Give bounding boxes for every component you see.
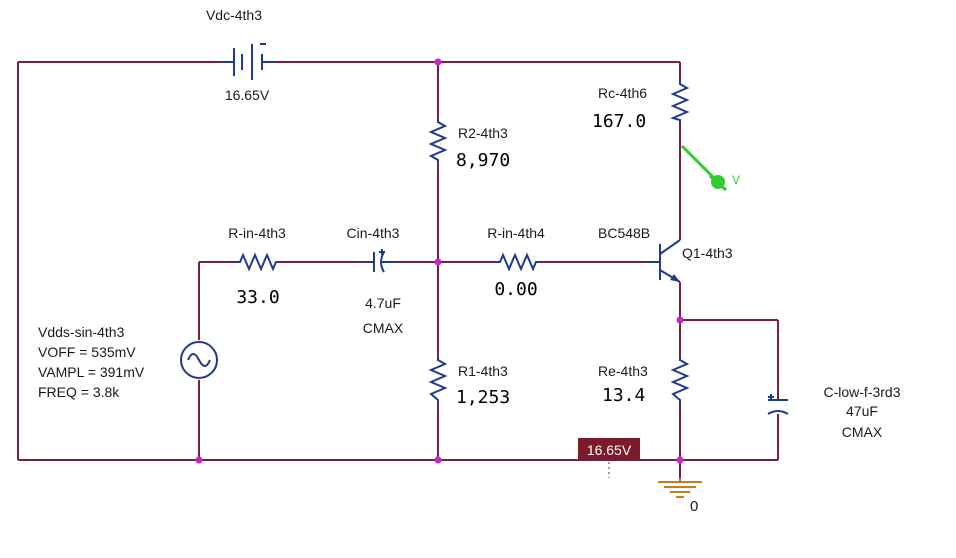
voltage-badge-text: 16.65V bbox=[587, 442, 632, 458]
transistor-q1[interactable] bbox=[646, 239, 681, 283]
cin-value: 4.7uF bbox=[365, 295, 401, 311]
clow-value: 47uF bbox=[846, 403, 878, 419]
resistor-rin4[interactable] bbox=[496, 252, 540, 272]
capacitor-cin[interactable] bbox=[362, 249, 398, 273]
rin3-value[interactable]: 33.0 bbox=[236, 287, 279, 308]
rin4-name: R-in-4th4 bbox=[487, 225, 545, 241]
r1-name: R1-4th3 bbox=[458, 363, 508, 379]
ground-label: 0 bbox=[690, 498, 698, 515]
resistor-r2[interactable] bbox=[428, 118, 448, 166]
r2-name: R2-4th3 bbox=[458, 125, 508, 141]
junction-dot bbox=[676, 456, 684, 464]
cin-model: CMAX bbox=[363, 320, 404, 336]
junction-dot bbox=[434, 258, 442, 266]
sine-wave-icon bbox=[187, 353, 211, 367]
junctions bbox=[195, 58, 684, 464]
clow-name: C-low-f-3rd3 bbox=[823, 384, 900, 400]
q1-model: BC548B bbox=[598, 225, 650, 241]
wires bbox=[17, 61, 779, 478]
vdds-freq: FREQ = 3.8k bbox=[38, 384, 120, 400]
re-value[interactable]: 13.4 bbox=[602, 385, 645, 406]
vdds-vampl: VAMPL = 391mV bbox=[38, 364, 145, 380]
clow-model: CMAX bbox=[842, 424, 883, 440]
resistor-re[interactable] bbox=[670, 356, 690, 406]
r1-value[interactable]: 1,253 bbox=[456, 387, 510, 408]
r2-value[interactable]: 8,970 bbox=[456, 150, 510, 171]
rin4-value[interactable]: 0.00 bbox=[494, 279, 537, 300]
voltage-marker[interactable]: 16.65V bbox=[578, 438, 640, 478]
vdds-name: Vdds-sin-4th3 bbox=[38, 324, 125, 340]
resistor-r1[interactable] bbox=[428, 356, 448, 406]
rc-name: Rc-4th6 bbox=[598, 85, 647, 101]
sine-source[interactable] bbox=[180, 341, 218, 379]
junction-dot bbox=[195, 456, 203, 464]
re-name: Re-4th3 bbox=[598, 363, 648, 379]
vdds-voff: VOFF = 535mV bbox=[38, 344, 136, 360]
vdc-value: 16.65V bbox=[225, 87, 270, 103]
q1-name: Q1-4th3 bbox=[682, 245, 733, 261]
junction-dot bbox=[434, 58, 442, 66]
junction-dot bbox=[434, 456, 442, 464]
probe-label: V bbox=[732, 173, 740, 187]
voltage-probe-icon[interactable] bbox=[680, 144, 727, 192]
ground-icon[interactable] bbox=[658, 478, 702, 498]
voltage-badge-bg bbox=[578, 438, 640, 460]
emitter-arrow-icon bbox=[670, 274, 680, 282]
resistor-rin3[interactable] bbox=[236, 252, 278, 272]
cin-name: Cin-4th3 bbox=[347, 225, 400, 241]
junction-dot bbox=[676, 316, 684, 324]
vdc-name: Vdc-4th3 bbox=[206, 7, 262, 23]
battery-vdc[interactable] bbox=[222, 43, 276, 80]
rc-value[interactable]: 167.0 bbox=[592, 111, 646, 132]
rin3-name: R-in-4th3 bbox=[228, 225, 286, 241]
resistor-rc[interactable] bbox=[670, 80, 690, 124]
capacitor-clow[interactable] bbox=[767, 394, 789, 415]
